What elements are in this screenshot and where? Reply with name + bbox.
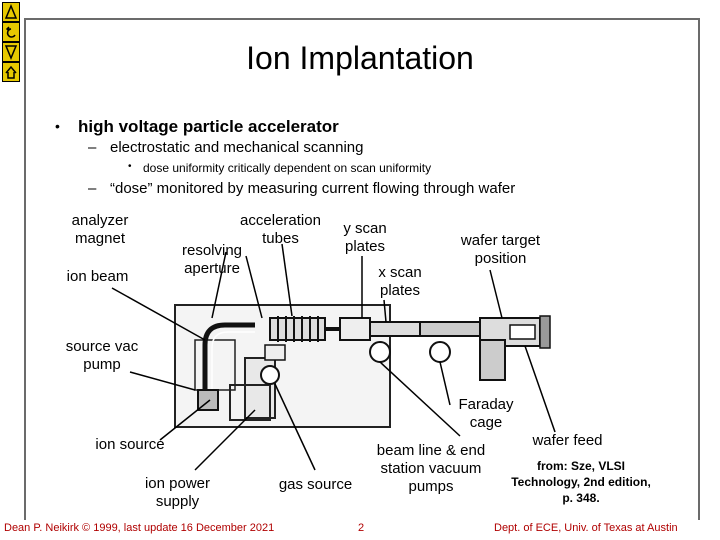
footer-page-number: 2 [358,522,365,534]
bullet-level2b: “dose” monitored by measuring current fl… [110,180,516,197]
label-ion-source: ion source [95,436,165,453]
label-resolving-aperture: resolving aperture [181,242,243,277]
home-icon [5,65,17,79]
bullet-marker: • [128,161,132,172]
label-wafer-feed: wafer feed [532,432,603,449]
label-gas-source: gas source [278,476,353,493]
label-beam-line-pumps: beam line & end station vacuum pumps [376,442,486,495]
footer-dept: Dept. of ECE, Univ. of Texas at Austin [494,522,678,534]
citation: from: Sze, VLSI Technology, 2nd edition,… [511,459,651,505]
label-wafer-target-position: wafer target position [460,232,541,267]
footer-author: Dean P. Neikirk © 1999, last update 16 D… [4,522,275,534]
label-source-vac-pump: source vac pump [65,338,139,373]
home-button[interactable] [2,62,20,82]
bullet-level3: dose uniformity critically dependent on … [143,161,432,175]
dash-marker: – [88,180,97,197]
label-y-scan-plates: y scan plates [343,220,387,255]
label-faraday-cage: Faraday cage [458,396,514,431]
label-acceleration-tubes: acceleration tubes [240,212,321,247]
return-icon [5,26,16,38]
bullet-level1: high voltage particle accelerator [78,117,339,136]
bullet-marker: • [55,118,60,134]
next-slide-icon [4,45,18,60]
label-ion-power-supply: ion power supply [144,475,211,510]
dash-marker: – [88,139,97,156]
label-analyzer-magnet: analyzer magnet [71,212,129,247]
bullet-level2a: electrostatic and mechanical scanning [110,139,364,156]
label-x-scan-plates: x scan plates [378,264,422,299]
return-button[interactable] [2,22,20,42]
label-ion-beam: ion beam [66,268,129,285]
next-slide-button[interactable] [2,42,20,62]
previous-slide-icon [4,4,18,19]
previous-slide-button[interactable] [2,2,20,22]
slide-title: Ion Implantation [246,40,474,76]
